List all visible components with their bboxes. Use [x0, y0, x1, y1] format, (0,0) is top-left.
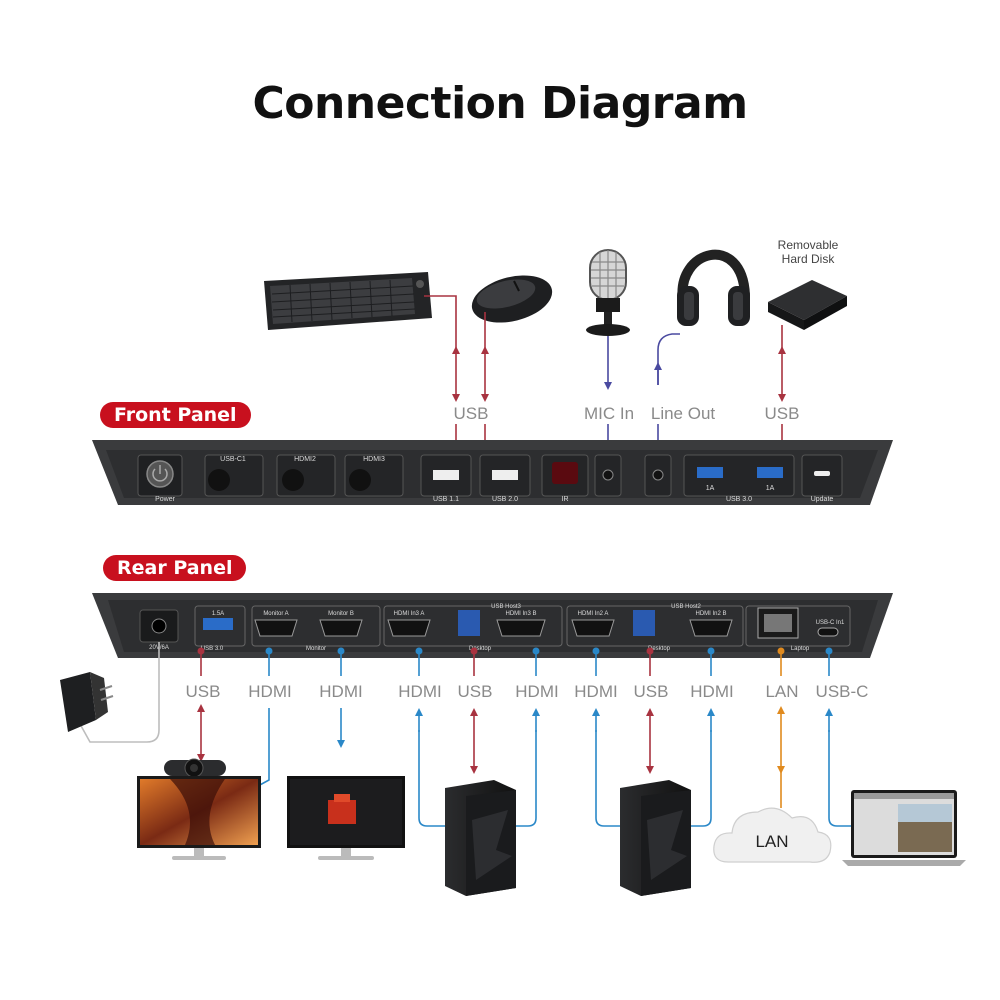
- desktop-pc-2-icon: [620, 780, 691, 896]
- port-label-monitor-a: Monitor A: [263, 611, 288, 617]
- hard-disk-icon: [768, 280, 847, 330]
- port-label-hdmi-in2b: HDMI In2 B: [695, 611, 726, 617]
- rear-hdmi-monitor-a-line: [257, 647, 273, 787]
- monitor-a-icon: [137, 776, 261, 860]
- mouse-icon: [471, 275, 553, 323]
- front-mic-line: [604, 336, 612, 454]
- port-label-desktop3: Desktop: [469, 646, 492, 652]
- front-lineout-line: [654, 333, 680, 454]
- lan-cloud-label: LAN: [755, 832, 789, 851]
- rear-usbc-line: [825, 647, 852, 827]
- port-label-usb-1-5a: 1.5A: [212, 611, 224, 617]
- port-label-hdmi3: HDMI3: [363, 456, 385, 463]
- front-label-mic-in: MIC In: [583, 404, 635, 423]
- port-label-hdmi-in3b: HDMI In3 B: [505, 611, 536, 617]
- port-label-usbc-in1: USB-C In1: [816, 620, 845, 626]
- rear-label-usbc: USB-C: [815, 682, 869, 701]
- rear-pc2-lines: [592, 647, 715, 827]
- front-label-usb-right: USB: [764, 404, 800, 423]
- front-panel-tag: Front Panel: [100, 402, 251, 428]
- rear-label-pc1-hdmi-b: HDMI: [515, 682, 559, 701]
- laptop-icon: [842, 790, 966, 866]
- rear-label-pc2-usb: USB: [633, 682, 669, 701]
- port-label-ir: IR: [562, 496, 569, 503]
- port-label-monitor-b: Monitor B: [328, 611, 354, 617]
- front-usb-mouse-line: [481, 312, 489, 452]
- front-label-line-out: Line Out: [650, 404, 716, 423]
- port-label-hdmi2: HDMI2: [294, 456, 316, 463]
- port-label-hdmi-in3a: HDMI In3 A: [394, 611, 425, 617]
- port-label-update: Update: [811, 496, 834, 503]
- port-label-hdmi-in2a: HDMI In2 A: [578, 611, 609, 617]
- rear-panel: [92, 593, 893, 658]
- rear-usb-camera-line: [197, 647, 205, 762]
- port-label-monitor: Monitor: [306, 646, 326, 652]
- front-label-usb-left: USB: [453, 404, 489, 423]
- rear-label-hdmi-monitor-a: HDMI: [248, 682, 292, 701]
- monitor-b-icon: [287, 776, 405, 860]
- port-label-usb11: USB 1.1: [433, 496, 459, 503]
- port-label-rear-usb30: USB 3.0: [201, 646, 224, 652]
- port-label-usb20: USB 2.0: [492, 496, 518, 503]
- lan-cloud-icon: [713, 807, 832, 863]
- headphones-icon: [677, 249, 750, 326]
- port-label-desktop2: Desktop: [648, 646, 671, 652]
- rear-hdmi-monitor-b-line: [337, 647, 345, 748]
- keyboard-icon: [264, 272, 432, 330]
- front-panel: [92, 440, 893, 505]
- rear-lan-line: [777, 647, 785, 808]
- power-cable-line: [79, 642, 160, 743]
- rear-label-usb-camera: USB: [185, 682, 221, 701]
- power-adapter-icon: [60, 672, 114, 732]
- front-usb-disk-line: [778, 325, 786, 452]
- webcam-icon: [164, 758, 226, 778]
- port-label-usbc1: USB-C1: [220, 456, 246, 463]
- rear-panel-tag: Rear Panel: [103, 555, 247, 581]
- port-label-usb30: USB 3.0: [726, 496, 752, 503]
- rear-label-lan: LAN: [765, 682, 799, 701]
- rear-label-pc1-hdmi-a: HDMI: [398, 682, 442, 701]
- page-title: Connection Diagram: [252, 78, 748, 129]
- rear-label-pc2-hdmi-b: HDMI: [690, 682, 734, 701]
- rear-label-pc1-usb: USB: [457, 682, 493, 701]
- port-label-laptop: Laptop: [791, 646, 810, 652]
- port-label-1a-right: 1A: [766, 485, 775, 492]
- port-label-1a-left: 1A: [706, 485, 715, 492]
- microphone-icon: [586, 249, 630, 336]
- removable-hard-disk-caption: Removable Hard Disk: [777, 238, 839, 266]
- rear-pc1-lines: [415, 647, 540, 827]
- port-label-power: Power: [155, 496, 176, 503]
- rear-label-pc2-hdmi-a: HDMI: [574, 682, 618, 701]
- desktop-pc-1-icon: [445, 780, 516, 896]
- rear-label-hdmi-monitor-b: HDMI: [319, 682, 363, 701]
- port-label-usb-host3: USB Host3: [491, 604, 521, 610]
- front-usb-keyboard-line: [424, 295, 460, 452]
- port-label-usb-host2: USB Host2: [671, 604, 701, 610]
